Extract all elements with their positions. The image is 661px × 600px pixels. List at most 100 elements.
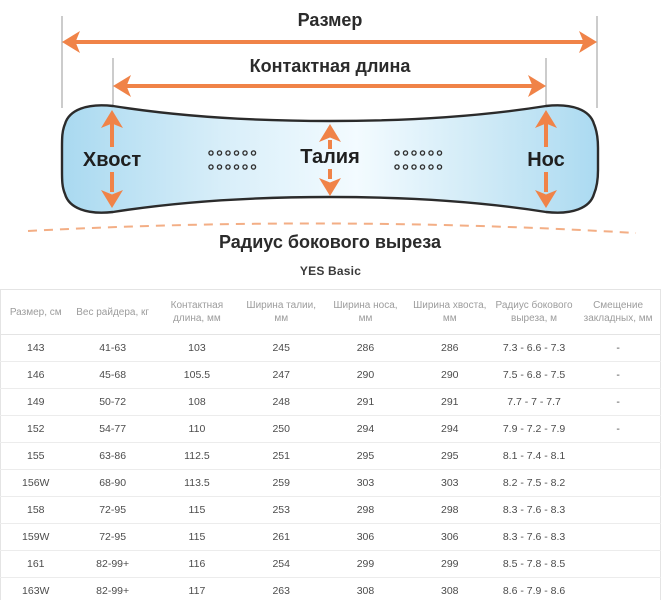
table-cell: 247 (239, 361, 324, 389)
table-cell: 298 (323, 496, 408, 524)
table-cell: 163W (0, 577, 71, 600)
table-cell: 8.3 - 7.6 - 8.3 (491, 523, 577, 551)
table-cell: 291 (407, 388, 492, 416)
table-cell (576, 469, 661, 497)
table-cell: 251 (239, 442, 324, 470)
column-header: Радиус бокового выреза, м (491, 289, 577, 335)
table-cell: 8.3 - 7.6 - 8.3 (491, 496, 577, 524)
table-cell: 8.1 - 7.4 - 8.1 (491, 442, 577, 470)
table-cell (576, 577, 661, 600)
table-cell: 254 (239, 550, 324, 578)
table-cell: 8.2 - 7.5 - 8.2 (491, 469, 577, 497)
table-cell: 63-86 (70, 442, 155, 470)
table-cell: 8.6 - 7.9 - 8.6 (491, 577, 577, 600)
size-label: Размер (298, 10, 363, 30)
table-cell: 50-72 (70, 388, 155, 416)
table-cell: 303 (323, 469, 408, 497)
table-cell: 295 (323, 442, 408, 470)
table-title: YES Basic (299, 264, 362, 278)
table-cell: 250 (239, 415, 324, 443)
table-cell: 72-95 (70, 523, 155, 551)
table-cell: 155 (0, 442, 71, 470)
size-arrow (62, 31, 597, 53)
snowboard-diagram: Размер Контактная длина Х (0, 0, 661, 256)
table-cell: 82-99+ (70, 577, 155, 600)
column-header: Контактная длина, мм (154, 289, 240, 335)
table-cell: 68-90 (70, 469, 155, 497)
table-cell: 152 (0, 415, 71, 443)
table-cell: 112.5 (154, 442, 240, 470)
table-cell: 291 (323, 388, 408, 416)
table-cell: 72-95 (70, 496, 155, 524)
table-cell: 103 (154, 334, 240, 362)
table-cell: 306 (323, 523, 408, 551)
table-cell: 143 (0, 334, 71, 362)
table-cell: 7.3 - 6.6 - 7.3 (491, 334, 577, 362)
table-cell (576, 550, 661, 578)
table-cell: - (576, 415, 661, 443)
contact-length-arrow (113, 75, 546, 97)
table-cell: 245 (239, 334, 324, 362)
table-cell: 290 (323, 361, 408, 389)
table-cell: 149 (0, 388, 71, 416)
table-cell: 261 (239, 523, 324, 551)
table-cell: 115 (154, 496, 240, 524)
table-cell: 286 (407, 334, 492, 362)
table-cell (576, 496, 661, 524)
table-cell: 117 (154, 577, 240, 600)
table-cell: 54-77 (70, 415, 155, 443)
table-cell (576, 442, 661, 470)
table-cell: 41-63 (70, 334, 155, 362)
table-cell: 110 (154, 415, 240, 443)
table-cell: 113.5 (154, 469, 240, 497)
table-cell: 308 (407, 577, 492, 600)
table-cell: 308 (323, 577, 408, 600)
nose-label: Нос (527, 149, 565, 171)
tail-width-arrow (101, 110, 123, 208)
sidecut-radius-arc (27, 222, 637, 234)
table-cell: 259 (239, 469, 324, 497)
table-cell: 248 (239, 388, 324, 416)
table-cell: 286 (323, 334, 408, 362)
table-cell: 161 (0, 550, 71, 578)
column-header: Вес райдера, кг (70, 289, 155, 335)
waist-width-arrow (319, 124, 341, 196)
table-cell: 45-68 (70, 361, 155, 389)
table-cell: - (576, 361, 661, 389)
table-cell: 294 (323, 415, 408, 443)
table-cell: - (576, 388, 661, 416)
table-cell: 299 (407, 550, 492, 578)
table-cell: 7.7 - 7 - 7.7 (491, 388, 577, 416)
table-cell: 159W (0, 523, 71, 551)
column-header: Смещение закладных, мм (576, 289, 661, 335)
snowboard-diagram-svg: Размер Контактная длина Х (27, 10, 637, 252)
table-cell (576, 523, 661, 551)
table-cell: 7.9 - 7.2 - 7.9 (491, 415, 577, 443)
table-cell: 105.5 (154, 361, 240, 389)
table-cell: 115 (154, 523, 240, 551)
nose-width-arrow (535, 110, 557, 208)
tail-label: Хвост (83, 149, 141, 171)
column-header: Ширина носа, мм (323, 289, 408, 335)
table-cell: 7.5 - 6.8 - 7.5 (491, 361, 577, 389)
table-cell: 82-99+ (70, 550, 155, 578)
table-cell: - (576, 334, 661, 362)
table-cell: 294 (407, 415, 492, 443)
column-header: Ширина талии, мм (239, 289, 324, 335)
table-cell: 116 (154, 550, 240, 578)
table-cell: 253 (239, 496, 324, 524)
table-cell: 108 (154, 388, 240, 416)
waist-label: Талия (300, 146, 360, 168)
table-cell: 8.5 - 7.8 - 8.5 (491, 550, 577, 578)
contact-length-label: Контактная длина (250, 56, 412, 76)
table-cell: 146 (0, 361, 71, 389)
